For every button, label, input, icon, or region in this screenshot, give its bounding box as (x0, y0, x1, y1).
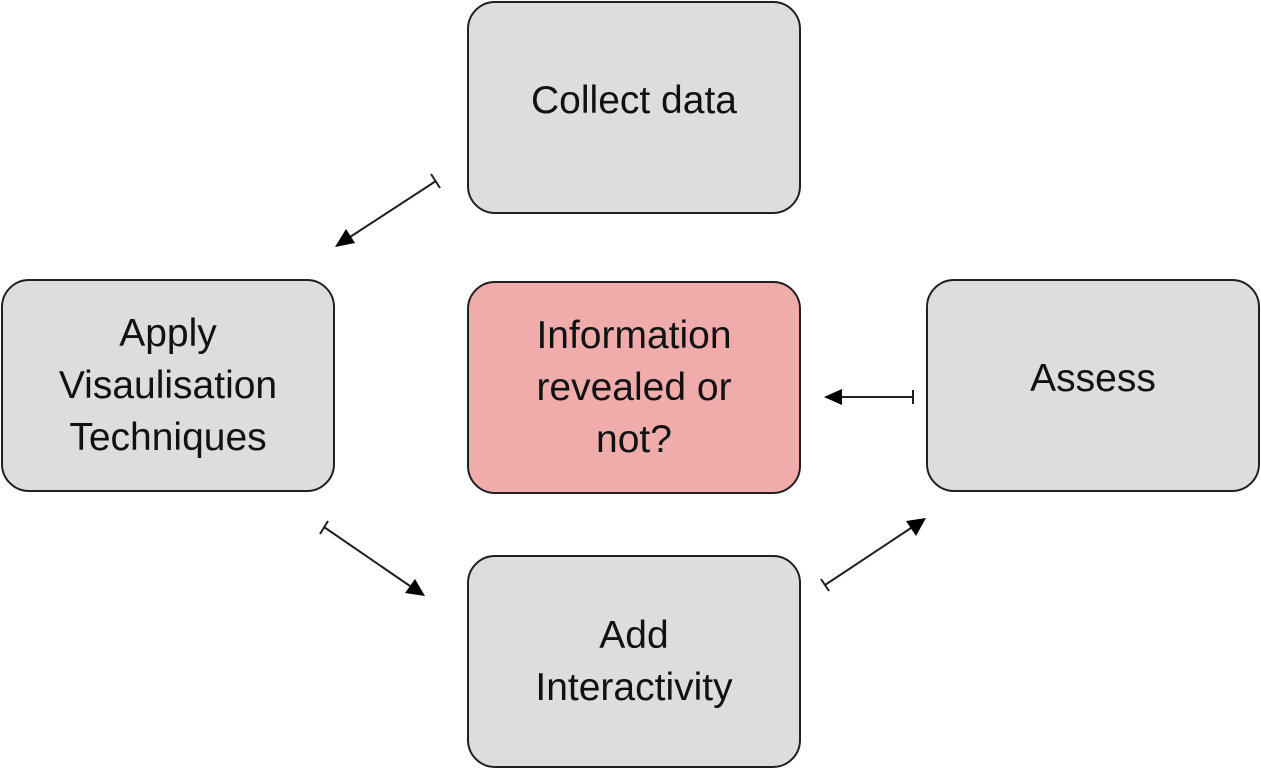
arrow-interactivity-to-assess (820, 518, 926, 592)
apply-label-line-2: Visaulisation (58, 363, 278, 407)
assess-label: Assess (1030, 357, 1156, 400)
arrow-assess-to-center (824, 389, 914, 405)
center-label-line-3: not? (596, 417, 672, 461)
apply-label-line-1: Apply (119, 311, 217, 355)
collect-data-label: Collect data (531, 79, 737, 122)
center-label-line-2: revealed or (536, 365, 732, 409)
apply-visualisation-node: Apply Visaulisation Techniques (1, 279, 335, 492)
interactivity-label-line-1: Add (599, 613, 669, 657)
information-revealed-node: Information revealed or not? (467, 281, 801, 494)
arrow-apply-to-interactivity (319, 520, 425, 596)
assess-node: Assess (926, 279, 1260, 492)
center-label-line-1: Information (536, 313, 732, 357)
arrow-collect-to-apply (335, 173, 441, 247)
apply-label-line-3: Techniques (69, 415, 267, 459)
add-interactivity-node: Add Interactivity (467, 555, 801, 768)
interactivity-label-line-2: Interactivity (535, 665, 733, 709)
collect-data-node: Collect data (467, 1, 801, 214)
